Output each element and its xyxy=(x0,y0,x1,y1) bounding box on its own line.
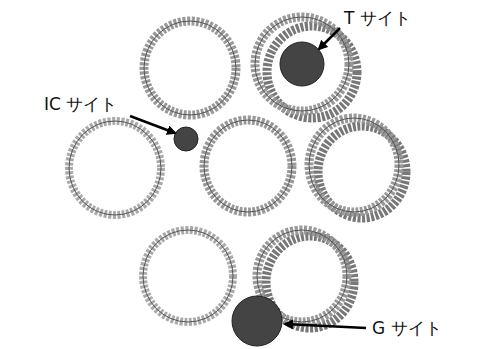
site-label: G サイト xyxy=(372,318,442,338)
nanotube xyxy=(204,120,292,212)
leader-arrow xyxy=(130,116,175,133)
t-site xyxy=(280,42,324,86)
leader-arrow xyxy=(319,28,340,49)
site-label: T サイト xyxy=(344,8,411,28)
nanotube xyxy=(143,230,233,322)
site-label: IC サイト xyxy=(44,94,117,114)
nanotube xyxy=(144,21,236,115)
leader-arrow xyxy=(285,324,366,328)
ic-site xyxy=(174,127,198,151)
nanotube xyxy=(69,121,161,215)
g-site xyxy=(232,296,282,346)
